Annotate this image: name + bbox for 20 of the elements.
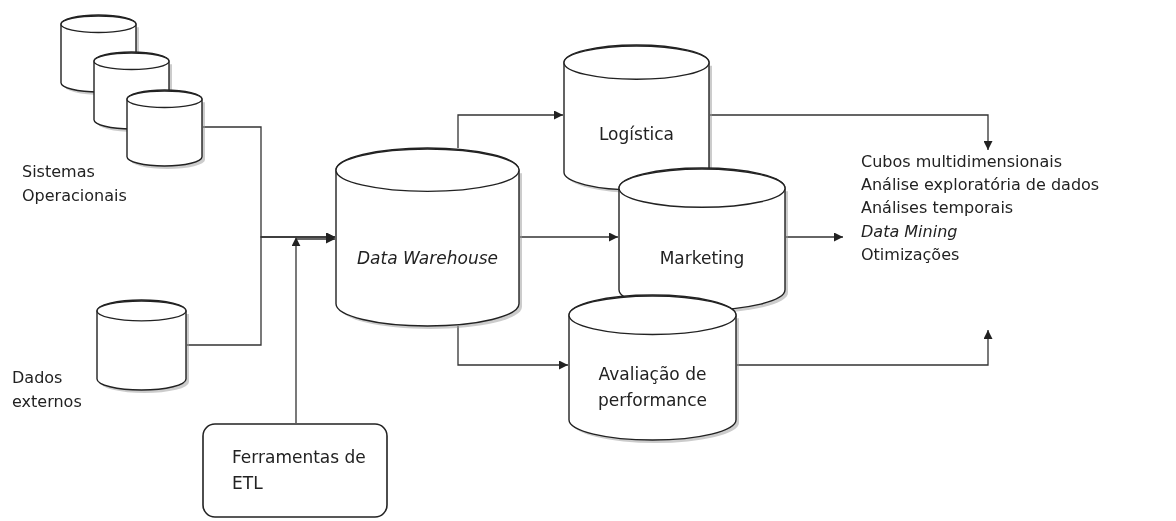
node-label: Data Warehouse [356, 247, 499, 271]
analysis-item: Análise exploratória de dados [860, 174, 1101, 197]
node-label: Logística [597, 123, 676, 147]
arrow [785, 232, 844, 242]
arrow [519, 232, 619, 242]
arrow [736, 329, 993, 366]
arrow [457, 325, 569, 370]
source-label: Dados externos [12, 367, 83, 413]
node-label: Marketing [658, 247, 746, 271]
analysis-item: Análises temporais [860, 197, 1015, 220]
analysis-item: Otimizações [860, 243, 961, 266]
node-label: Avaliação de performance [597, 363, 708, 412]
arrow [457, 110, 564, 149]
analysis-item: Cubos multidimensionais [860, 151, 1064, 173]
source-label: Sistemas Operacionais [22, 161, 128, 207]
node-label: Ferramentas de ETL [231, 446, 367, 495]
arrow [709, 114, 993, 151]
arrow [292, 238, 336, 424]
analysis-item: Data Mining [860, 220, 959, 243]
arrow [186, 232, 336, 346]
